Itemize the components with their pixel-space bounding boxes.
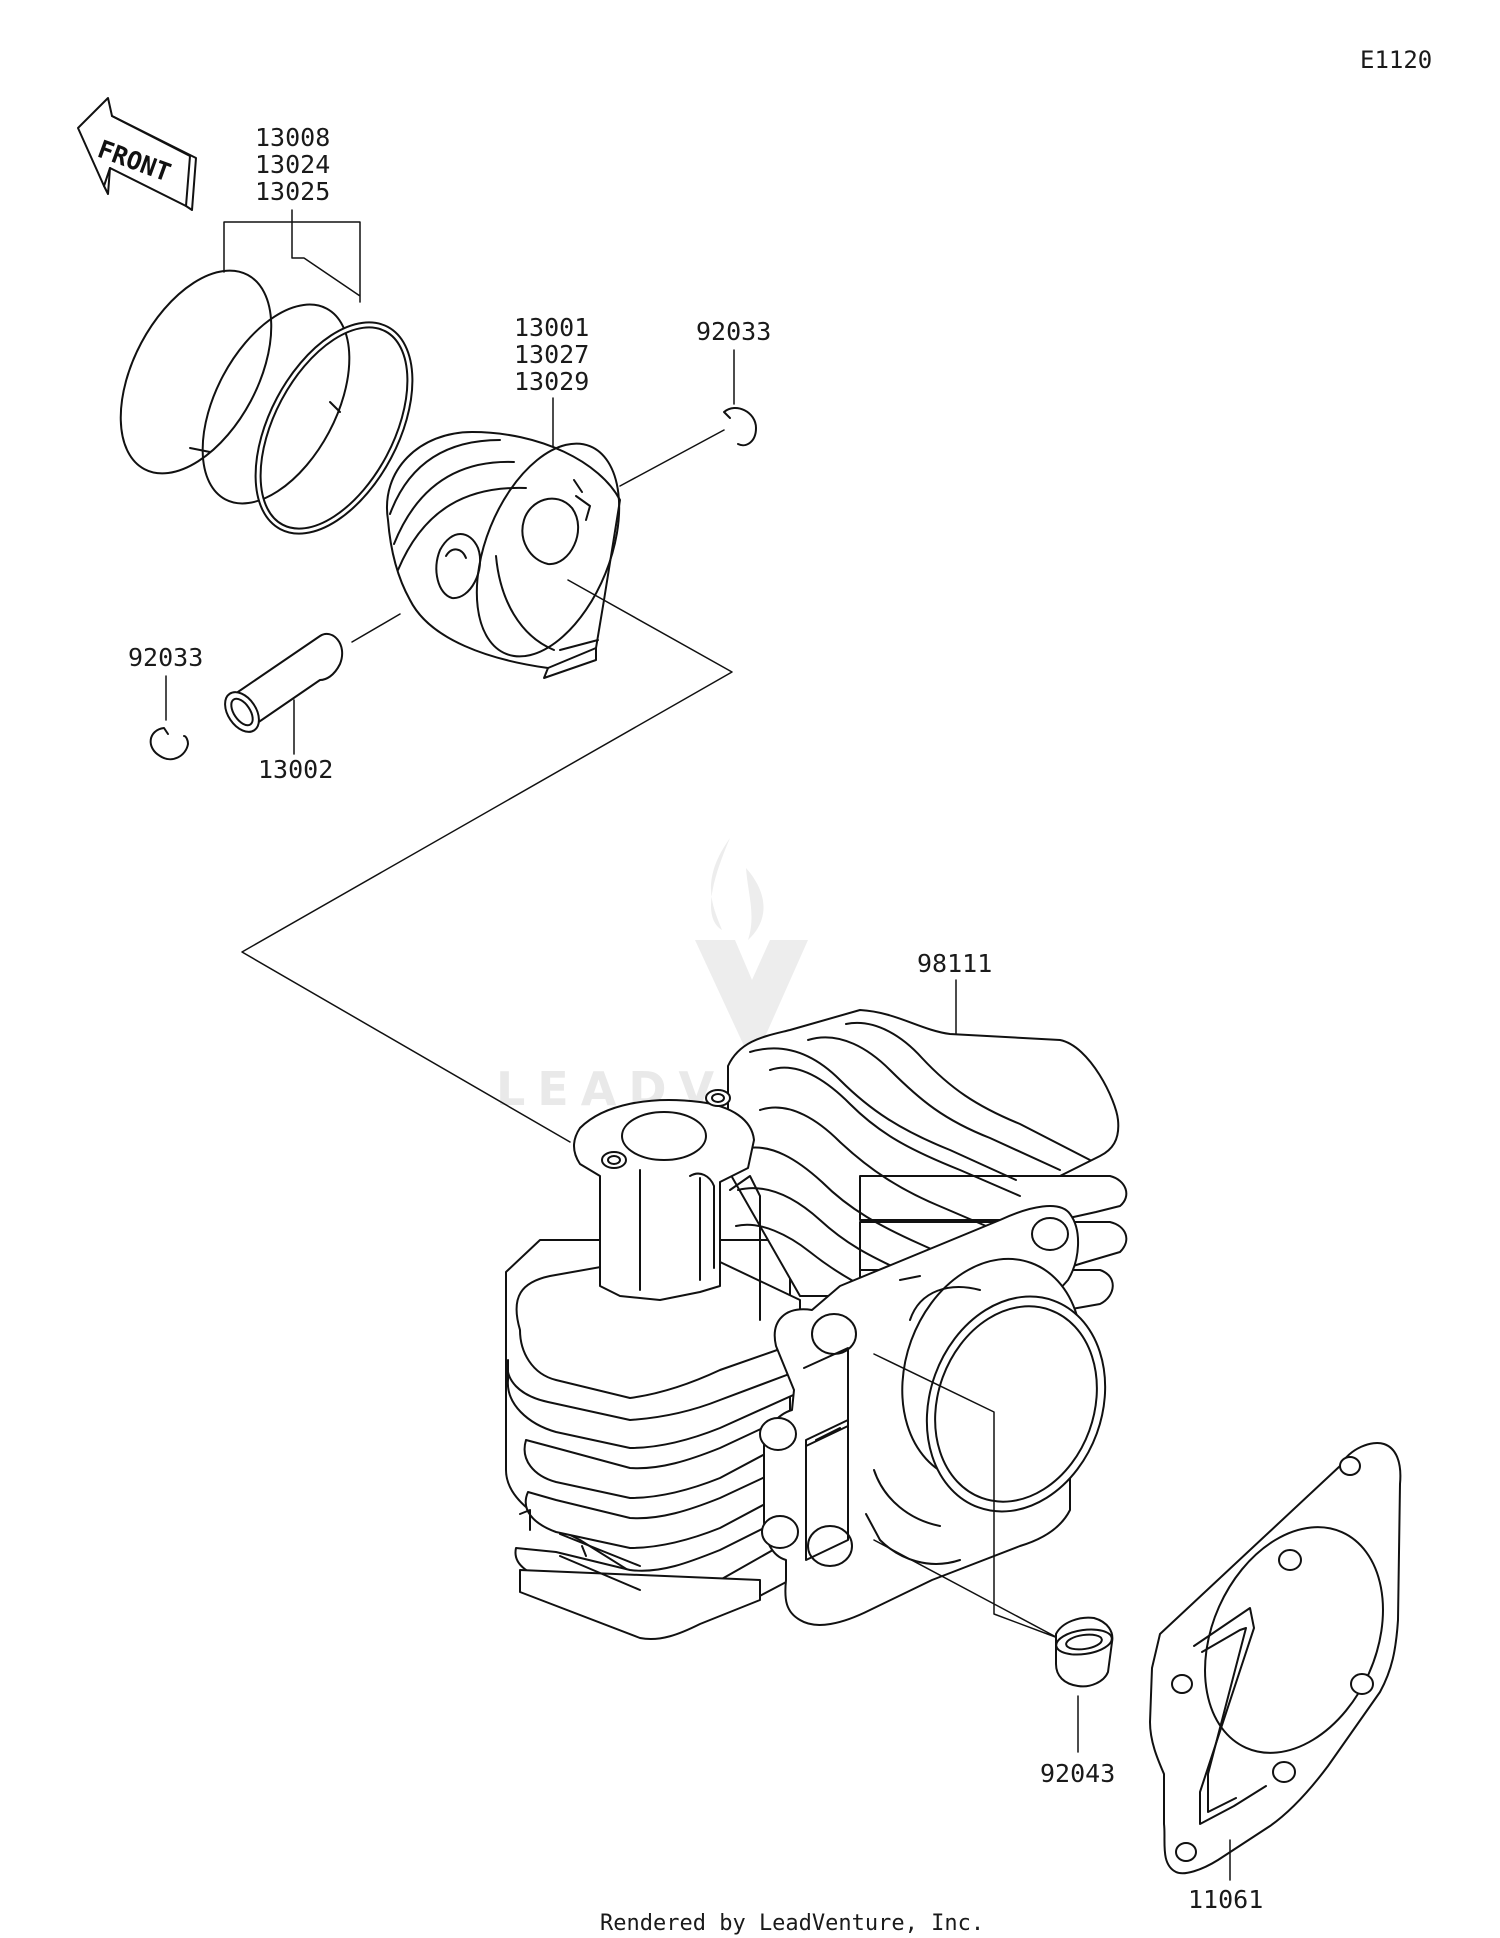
piston-ring-label-3: 13025 [255, 177, 330, 206]
piston-label-3: 13029 [514, 367, 589, 396]
piston-ring-label-group: 13008 13024 13025 [255, 123, 330, 206]
dowel-pin-label: 92043 [1040, 1759, 1115, 1788]
piston-pin [224, 633, 343, 733]
piston-ring-leader [223, 209, 361, 303]
piston-ring-top [119, 269, 273, 475]
cylinder-label: 98111 [917, 949, 992, 978]
dowel-pin [1055, 1616, 1114, 1688]
clip-left [149, 727, 189, 761]
piston-ring-label-1: 13008 [255, 123, 330, 152]
dowel-pin-leader [873, 1353, 1059, 1639]
pin-axis-line-left [351, 613, 401, 643]
piston-ring-second [201, 303, 351, 505]
assembly-reference-line [241, 579, 733, 1143]
gasket-label: 11061 [1188, 1885, 1263, 1914]
watermark-v-icon [695, 940, 808, 1048]
render-credit: Rendered by LeadVenture, Inc. [600, 1911, 984, 1936]
piston-label-group: 13001 13027 13029 [514, 313, 589, 396]
clip-label-right: 92033 [696, 317, 771, 346]
front-arrow-icon: FRONT [77, 97, 197, 211]
piston-label-2: 13027 [514, 340, 589, 369]
clip-label-left: 92033 [128, 643, 203, 672]
piston-ring-oil [254, 321, 414, 535]
piston-label-1: 13001 [514, 313, 589, 342]
pin-axis-line-right [619, 429, 725, 487]
watermark-flame-icon [710, 838, 764, 940]
cylinder-block [505, 1009, 1128, 1640]
clip-right [723, 407, 757, 447]
head-gasket [1149, 1442, 1402, 1875]
piston [385, 431, 621, 679]
diagram-ref-code: E1120 [1360, 46, 1432, 74]
piston-ring-label-2: 13024 [255, 150, 330, 179]
piston-pin-label: 13002 [258, 755, 333, 784]
